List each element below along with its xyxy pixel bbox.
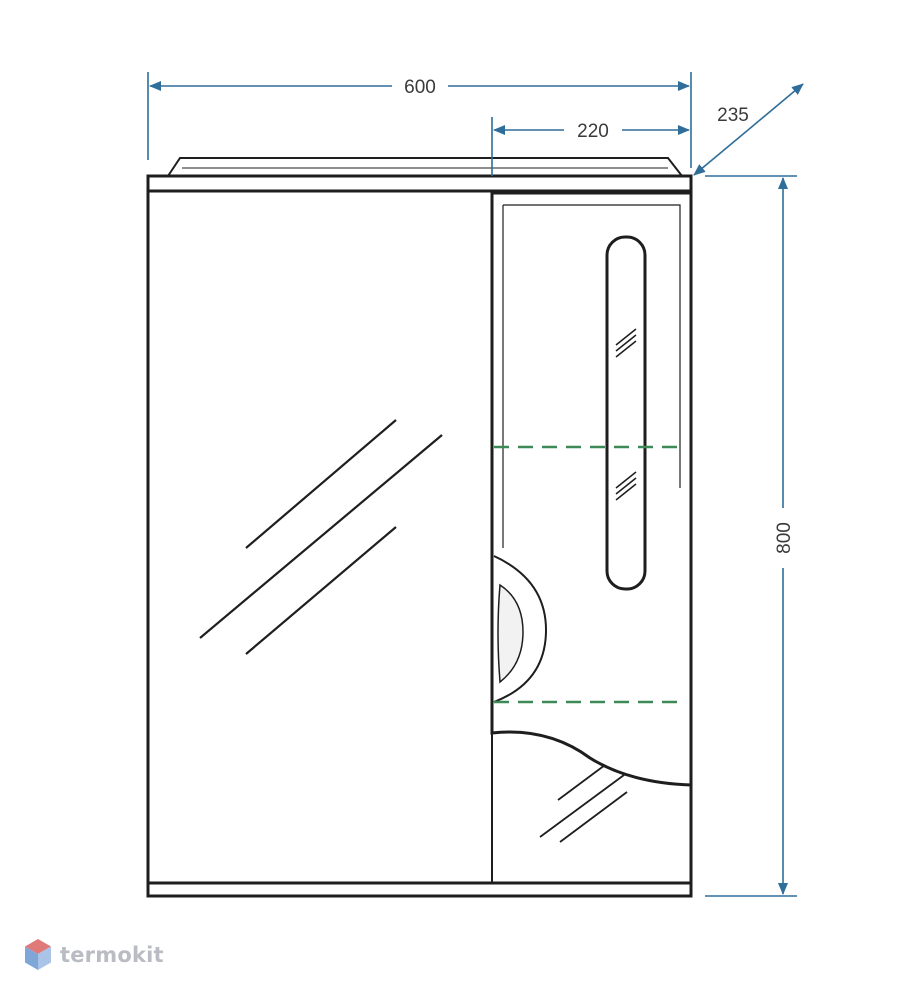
side-door-inner-edge bbox=[502, 204, 681, 548]
watermark-text: termokit bbox=[60, 943, 164, 967]
watermark: termokit bbox=[24, 938, 164, 972]
depth-label: 235 bbox=[717, 105, 749, 126]
dimension-depth: 235 bbox=[693, 83, 804, 176]
open-shelf-reflection bbox=[539, 764, 628, 843]
bottom-plinth bbox=[146, 881, 693, 898]
door-cutout-inner bbox=[497, 583, 524, 684]
height-label: 800 bbox=[774, 522, 795, 554]
lamp-cover bbox=[167, 157, 683, 177]
door-width-label: 220 bbox=[577, 121, 609, 142]
handle-hatch-bottom bbox=[615, 471, 637, 501]
width-label: 600 bbox=[404, 77, 436, 98]
dimension-door-width: 220 bbox=[491, 117, 690, 176]
top-cornice bbox=[146, 174, 693, 193]
door-handle bbox=[605, 235, 647, 591]
dimension-width: 600 bbox=[147, 72, 692, 168]
handle-hatch-top bbox=[615, 328, 637, 358]
mirror-reflection bbox=[199, 419, 443, 655]
termokit-logo-icon bbox=[25, 939, 51, 970]
dimension-height: 800 bbox=[705, 175, 797, 897]
side-door bbox=[490, 191, 693, 787]
